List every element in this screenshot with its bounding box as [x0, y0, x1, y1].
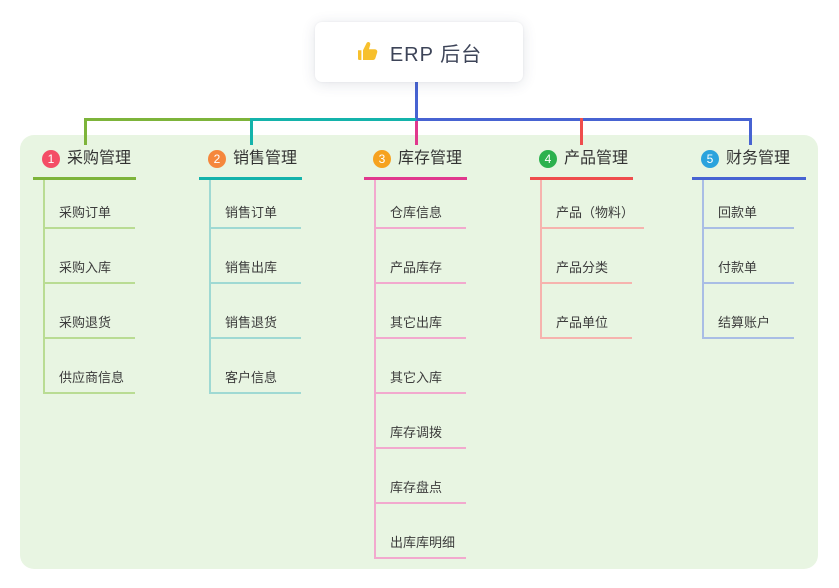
node-warehouse-info[interactable]: 仓库信息: [376, 180, 466, 229]
branch-purchase-children: 采购订单 采购入库 采购退货 供应商信息: [43, 180, 136, 394]
node-sales-outbound[interactable]: 销售出库: [211, 229, 301, 284]
node-product-material[interactable]: 产品（物料）: [542, 180, 645, 229]
branch-inventory-header[interactable]: 3 库存管理: [364, 149, 467, 180]
badge-5: 5: [701, 150, 719, 168]
bus-segment-blue: [416, 118, 752, 121]
badge-3: 3: [373, 150, 391, 168]
branch-finance-header[interactable]: 5 财务管理: [692, 149, 806, 180]
node-receipt-order[interactable]: 回款单: [704, 180, 794, 229]
node-sales-return[interactable]: 销售退货: [211, 284, 301, 339]
branch-finance-label: 财务管理: [726, 150, 791, 167]
node-purchase-return[interactable]: 采购退货: [45, 284, 135, 339]
drop-purchase: [84, 118, 87, 145]
thumbs-up-icon: [356, 40, 380, 64]
node-customer-info[interactable]: 客户信息: [211, 339, 301, 394]
root-title: ERP 后台: [389, 43, 483, 66]
node-product-category[interactable]: 产品分类: [542, 229, 632, 284]
drop-product: [580, 118, 583, 145]
branch-sales-label: 销售管理: [233, 150, 298, 167]
drop-inventory: [415, 121, 418, 145]
node-stock-transfer[interactable]: 库存调拨: [376, 394, 466, 449]
branch-inventory-label: 库存管理: [398, 150, 463, 167]
bus-segment-teal: [252, 118, 416, 121]
branch-product: 4 产品管理 产品（物料） 产品分类 产品单位: [530, 149, 645, 339]
root-node[interactable]: ERP 后台: [315, 22, 523, 82]
node-settlement-account[interactable]: 结算账户: [704, 284, 794, 339]
node-supplier-info[interactable]: 供应商信息: [45, 339, 135, 394]
branch-purchase-header[interactable]: 1 采购管理: [33, 149, 136, 180]
branch-sales-header[interactable]: 2 销售管理: [199, 149, 302, 180]
branch-inventory-children: 仓库信息 产品库存 其它出库 其它入库 库存调拨 库存盘点 出库库明细: [374, 180, 467, 559]
badge-4: 4: [539, 150, 557, 168]
node-payment-order[interactable]: 付款单: [704, 229, 794, 284]
node-outbound-detail[interactable]: 出库库明细: [376, 504, 466, 559]
branch-finance: 5 财务管理 回款单 付款单 结算账户: [692, 149, 806, 339]
drop-sales: [250, 118, 253, 145]
node-product-unit[interactable]: 产品单位: [542, 284, 632, 339]
bus-segment-green: [85, 118, 252, 121]
badge-1: 1: [42, 150, 60, 168]
node-other-inbound[interactable]: 其它入库: [376, 339, 466, 394]
branches-panel: [20, 135, 818, 569]
branch-product-label: 产品管理: [564, 150, 629, 167]
branch-sales: 2 销售管理 销售订单 销售出库 销售退货 客户信息: [199, 149, 302, 394]
node-purchase-inbound[interactable]: 采购入库: [45, 229, 135, 284]
branch-product-header[interactable]: 4 产品管理: [530, 149, 633, 180]
branch-product-children: 产品（物料） 产品分类 产品单位: [540, 180, 645, 339]
node-stock-count[interactable]: 库存盘点: [376, 449, 466, 504]
node-other-outbound[interactable]: 其它出库: [376, 284, 466, 339]
node-sales-order[interactable]: 销售订单: [211, 180, 301, 229]
badge-2: 2: [208, 150, 226, 168]
branch-finance-children: 回款单 付款单 结算账户: [702, 180, 806, 339]
root-connector-vertical: [415, 82, 418, 118]
node-product-stock[interactable]: 产品库存: [376, 229, 466, 284]
branch-purchase-label: 采购管理: [67, 150, 132, 167]
branch-purchase: 1 采购管理 采购订单 采购入库 采购退货 供应商信息: [33, 149, 136, 394]
branch-sales-children: 销售订单 销售出库 销售退货 客户信息: [209, 180, 302, 394]
drop-finance: [749, 118, 752, 145]
branch-inventory: 3 库存管理 仓库信息 产品库存 其它出库 其它入库 库存调拨 库存盘点 出库库…: [364, 149, 467, 559]
node-purchase-order[interactable]: 采购订单: [45, 180, 135, 229]
